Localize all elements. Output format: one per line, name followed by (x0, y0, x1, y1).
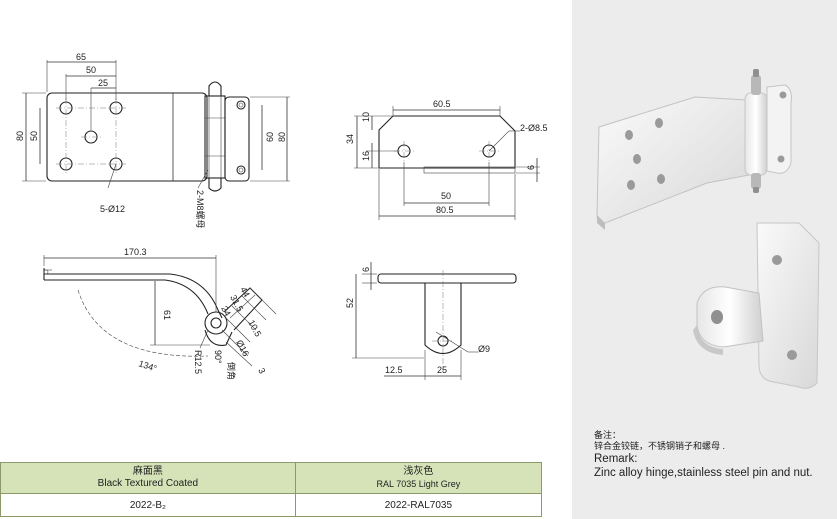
radius-12-5: R12.5 (193, 350, 203, 374)
hinge-knuckle (204, 95, 226, 179)
angle-90: 90° (213, 350, 223, 364)
dim-65: 65 (76, 52, 86, 62)
dim-61: 61 (162, 310, 172, 320)
dim-50-bottom: 50 (441, 191, 451, 201)
finish-black-en: Black Textured Coated (97, 478, 199, 489)
dim-16: Ø16 (234, 338, 251, 358)
dim-16: 16 (361, 151, 371, 161)
remark-cn-text: 锌合金铰链，不锈钢销子和螺母 . (594, 441, 726, 451)
hinge-plate-outline (46, 92, 208, 182)
remark-cn-label: 备注： (594, 430, 622, 440)
finish-grey-cn: 浅灰色 (403, 466, 434, 477)
dim-6-slot: 6 (526, 165, 536, 170)
dim-170-3: 170.3 (124, 247, 147, 257)
dim-80-left: 80 (15, 131, 25, 141)
remark-en-label: Remark: (594, 453, 638, 465)
dim-34: 34 (345, 134, 355, 144)
dim-52: 52 (345, 298, 355, 308)
holes-note: 5-Ø12 (100, 204, 125, 214)
product-panel: 备注： 锌合金铰链，不锈钢销子和螺母 . Remark: Zinc alloy … (572, 0, 837, 519)
side-view: 170.3 61 134° 44 31.5 24 10.5 Ø16 3 R12.… (43, 247, 277, 380)
dim-6-top: 6 (361, 267, 371, 272)
mounting-holes (56, 98, 126, 174)
finish-black-cn: 麻面黑 (132, 466, 163, 477)
hinge-photo-lower (693, 222, 820, 389)
dim-24: 24 (219, 304, 233, 318)
hinge-right-leaf (224, 96, 250, 182)
bolt-note: 2-M8螺母 (195, 190, 205, 229)
pin-9: Ø9 (478, 344, 490, 354)
leaf-outline (378, 115, 516, 169)
front-leg (424, 283, 462, 355)
finish-grey-en: RAL 7035 Light Grey (376, 479, 461, 489)
finish-black-code: 2022-B₂ (0, 493, 296, 517)
remark-en-text: Zinc alloy hinge,stainless steel pin and… (594, 467, 813, 479)
dim-60-5: 60.5 (433, 99, 451, 109)
product-photo (596, 69, 820, 389)
leaf-holes-note: 2-Ø8.5 (520, 123, 548, 133)
dim-80-5: 80.5 (436, 205, 454, 215)
leaf-view: 60.5 2-Ø8.5 34 10 16 6 50 80.5 (345, 99, 548, 220)
finish-grey-header: 浅灰色 RAL 7035 Light Grey (294, 462, 543, 494)
dim-80-right: 80 (277, 132, 287, 142)
front-view: 6 52 Ø9 12.5 25 (345, 262, 517, 380)
top-view: 65 50 25 80 50 60 80 5-Ø12 2-M8螺母 (15, 52, 290, 229)
hinge-photo-upper (596, 69, 792, 230)
finish-grey-code: 2022-RAL7035 (294, 493, 543, 517)
front-top-plate (377, 273, 517, 284)
finish-table: 麻面黑 Black Textured Coated 浅灰色 RAL 7035 L… (0, 462, 543, 517)
dim-10-5: 10.5 (246, 318, 263, 338)
finish-black-header: 麻面黑 Black Textured Coated (0, 462, 296, 494)
note-corner: 倒角 (226, 362, 237, 380)
dim-44: 44 (238, 285, 252, 299)
dim-10: 10 (361, 112, 371, 122)
dim-50-left: 50 (29, 131, 39, 141)
technical-drawing: 65 50 25 80 50 60 80 5-Ø12 2-M8螺母 (15, 52, 548, 380)
dim-50: 50 (86, 65, 96, 75)
dim-3: 3 (256, 366, 267, 375)
angle-134: 134° (137, 358, 158, 373)
dim-25: 25 (98, 78, 108, 88)
dim-25-front: 25 (437, 365, 447, 375)
dim-12-5: 12.5 (385, 365, 403, 375)
side-profile (44, 273, 223, 319)
remark-block: 备注： 锌合金铰链，不锈钢销子和螺母 . Remark: Zinc alloy … (594, 430, 834, 480)
dim-60-right: 60 (265, 132, 275, 142)
